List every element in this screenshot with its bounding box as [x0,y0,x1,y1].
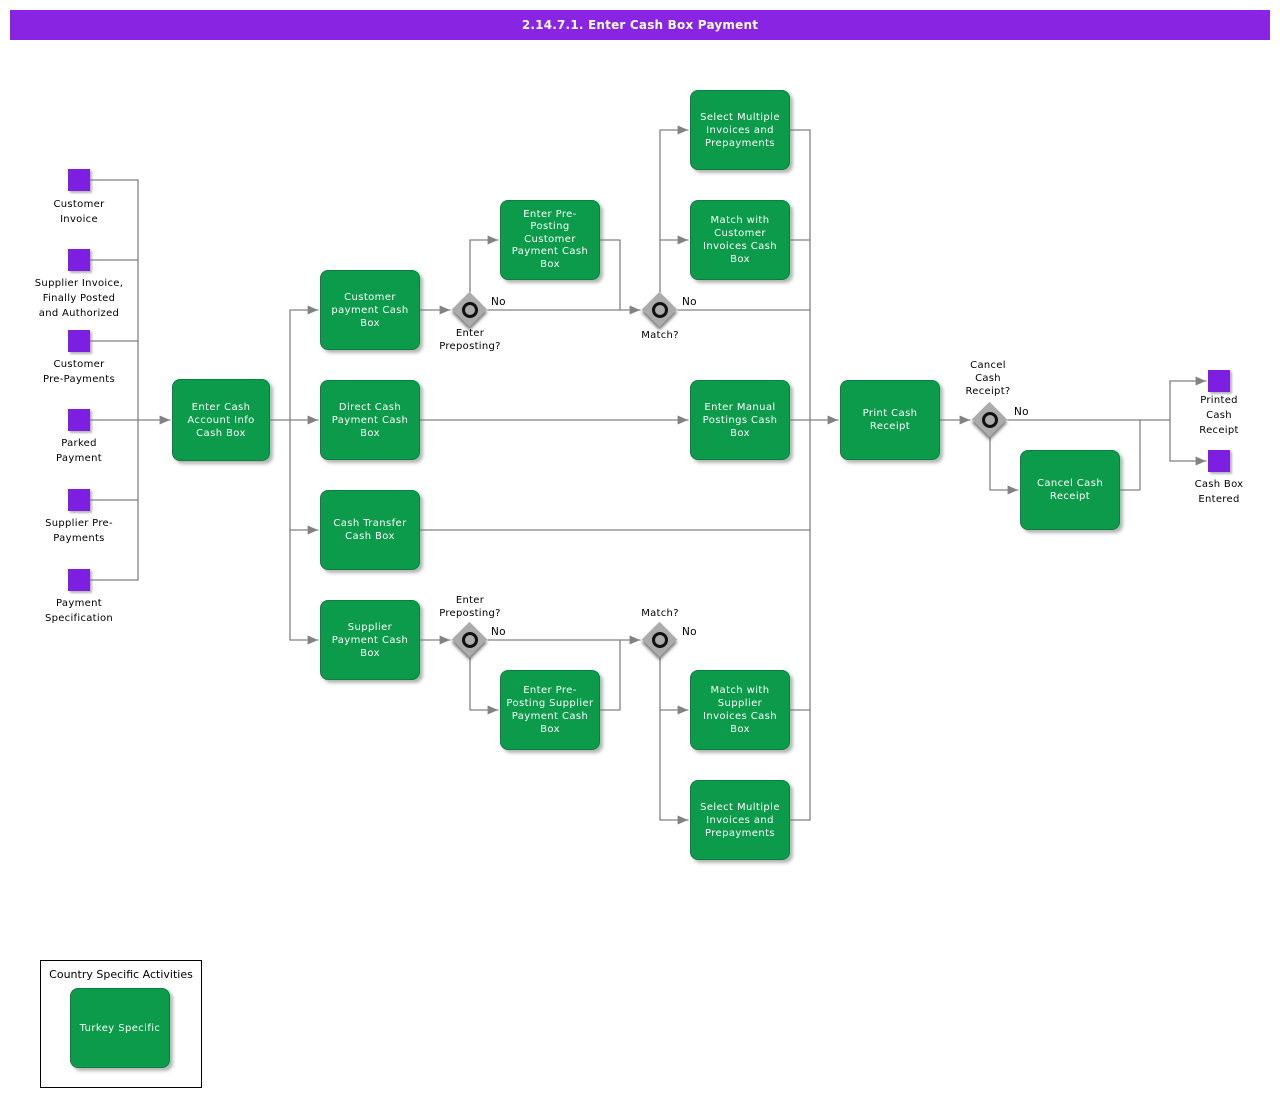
activity-label: Match with Supplier Invoices Cash Box [703,685,777,735]
diagram-title: 2.14.7.1. Enter Cash Box Payment [521,18,759,32]
decision-match-customer-label: Match? [641,330,679,341]
decision-cancel-cash-receipt [971,401,1008,438]
decision-enter-preposting-customer-no-label: No [491,296,506,308]
event-cash-box-entered-marker [1208,450,1230,472]
decision-cancel-cash-receipt-no-label: No [1014,406,1029,418]
decision-enter-preposting-customer [451,291,488,328]
activity-enter-cash-account-info-cash-box[interactable]: Enter Cash Account Info Cash Box [172,379,270,461]
activity-print-cash-receipt[interactable]: Print Cash Receipt [840,380,940,460]
activity-label: Direct Cash Payment Cash Box [331,401,409,439]
activity-label: Enter Manual Postings Cash Box [702,401,778,439]
decision-circle-icon [982,412,998,428]
activity-label: Enter Pre- Posting Customer Payment Cash… [511,208,589,270]
activity-cancel-cash-receipt[interactable]: Cancel Cash Receipt [1020,450,1120,530]
decision-match-supplier-label: Match? [641,608,679,619]
activity-label: Cash Transfer Cash Box [333,518,407,542]
activity-label: Enter Cash Account Info Cash Box [187,401,255,439]
decision-circle-icon [652,632,668,648]
activity-label: Customer payment Cash Box [331,291,409,329]
activity-enter-pre-posting-customer-payment-cash-box[interactable]: Enter Pre- Posting Customer Payment Cash… [500,200,600,280]
event-supplier-pre-payments-marker [68,489,90,511]
decision-circle-icon [462,632,478,648]
activity-enter-manual-postings-cash-box[interactable]: Enter Manual Postings Cash Box [690,380,790,460]
activity-label: Turkey Specific [79,1022,161,1034]
event-customer-pre-payments-marker [68,330,90,352]
event-payment-specification-label: Payment Specification [44,598,114,624]
activity-label: Select Multiple Invoices and Prepayments [700,801,780,839]
activity-label: Print Cash Receipt [862,408,918,432]
activity-customer-payment-cash-box[interactable]: Customer payment Cash Box [320,270,420,350]
activity-select-multiple-invoices-and-prepayments-bottom[interactable]: Select Multiple Invoices and Prepayments [690,780,790,860]
decision-cancel-cash-receipt-label: Cancel Cash Receipt? [965,360,1011,397]
activity-select-multiple-invoices-and-prepayments-top[interactable]: Select Multiple Invoices and Prepayments [690,90,790,170]
event-supplier-pre-payments-label: Supplier Pre- Payments [45,518,113,544]
activity-match-with-customer-invoices-cash-box[interactable]: Match with Customer Invoices Cash Box [690,200,790,280]
decision-enter-preposting-customer-label: Enter Preposting? [439,328,501,352]
activity-direct-cash-payment-cash-box[interactable]: Direct Cash Payment Cash Box [320,380,420,460]
activity-label: Enter Pre- Posting Supplier Payment Cash… [506,685,594,735]
decision-enter-preposting-supplier-label: Enter Preposting? [439,595,501,619]
decision-match-customer [641,291,678,328]
activity-label: Select Multiple Invoices and Prepayments [700,111,780,149]
activity-match-with-supplier-invoices-cash-box[interactable]: Match with Supplier Invoices Cash Box [690,670,790,750]
decision-circle-icon [462,302,478,318]
decision-match-customer-no-label: No [682,296,697,308]
decision-match-supplier [641,621,678,658]
decision-enter-preposting-supplier-no-label: No [491,626,506,638]
event-parked-payment-label: Parked Payment [56,438,102,464]
decision-enter-preposting-supplier [451,621,488,658]
event-printed-cash-receipt-label: Printed Cash Receipt [1199,395,1239,436]
diagram-title-bar: 2.14.7.1. Enter Cash Box Payment [10,10,1270,40]
decision-match-supplier-no-label: No [682,626,697,638]
event-customer-pre-payments-label: Customer Pre-Payments [42,359,116,385]
event-customer-invoice-label: Customer Invoice [53,199,105,225]
activity-label: Cancel Cash Receipt [1036,478,1104,502]
event-supplier-invoice-marker [68,249,90,271]
activity-label: Match with Customer Invoices Cash Box [703,215,777,265]
country-specific-activities-title: Country Specific Activities [49,968,193,981]
event-cash-box-entered-label: Cash Box Entered [1194,479,1244,505]
event-printed-cash-receipt-marker [1208,370,1230,392]
activity-label: Supplier Payment Cash Box [331,621,409,659]
decision-circle-icon [652,302,668,318]
activity-turkey-specific[interactable]: Turkey Specific [70,988,170,1068]
event-payment-specification-marker [68,569,90,591]
activity-cash-transfer-cash-box[interactable]: Cash Transfer Cash Box [320,490,420,570]
event-supplier-invoice-label: Supplier Invoice, Finally Posted and Aut… [34,278,124,319]
event-customer-invoice-marker [68,169,90,191]
event-parked-payment-marker [68,409,90,431]
activity-enter-pre-posting-supplier-payment-cash-box[interactable]: Enter Pre- Posting Supplier Payment Cash… [500,670,600,750]
activity-supplier-payment-cash-box[interactable]: Supplier Payment Cash Box [320,600,420,680]
